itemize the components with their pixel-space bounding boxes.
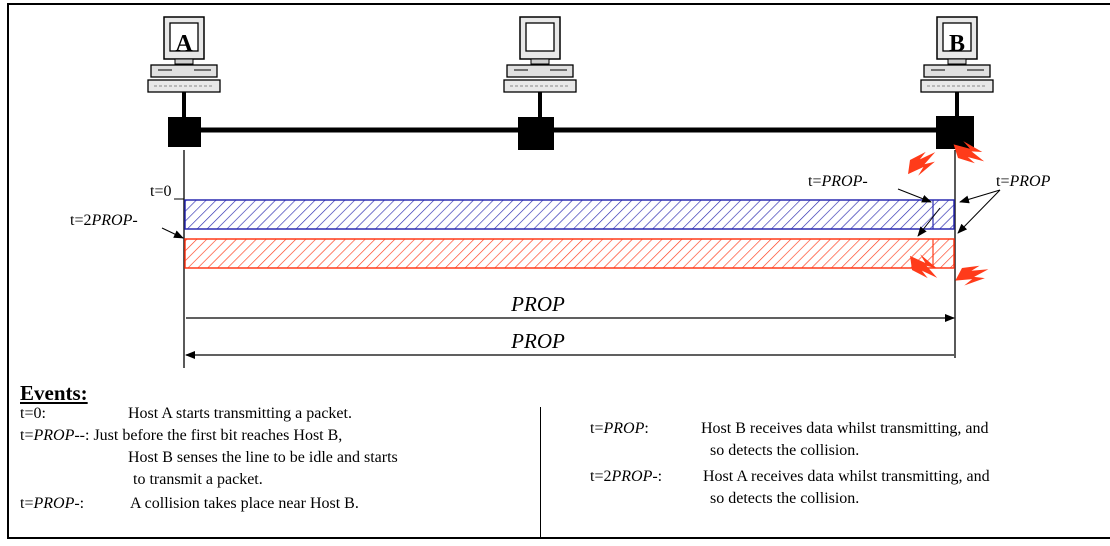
event-left-0-text: Host A starts transmitting a packet. <box>128 405 352 422</box>
event-right-2: t=2PROP-: <box>590 468 663 485</box>
host-b-connector <box>936 116 974 149</box>
event-left-4-text: A collision takes place near Host B. <box>130 495 359 512</box>
tprop-minus-pointer-lower <box>917 207 941 237</box>
figure-frame <box>7 3 1110 539</box>
event-left-2: Host B senses the line to be idle and st… <box>128 449 398 466</box>
event-left-1: t=PROP--: Just before the first bit reac… <box>20 427 343 444</box>
collision-burst-top-left-icon <box>905 144 939 182</box>
tprop-label: t=PROP <box>996 173 1051 190</box>
host-b-label: B <box>949 31 965 57</box>
tprop-arrow-lower <box>957 189 1001 234</box>
host-a-computer: A <box>147 16 221 147</box>
tprop-minus-arrow <box>897 188 932 203</box>
event-right-1: so detects the collision. <box>710 442 860 459</box>
event-right-2-text: Host A receives data whilst transmitting… <box>703 468 990 485</box>
tprop-minus-label: t=PROP- <box>808 173 868 190</box>
collision-burst-bottom-right-icon <box>953 255 991 295</box>
t2prop-arrow <box>161 227 184 239</box>
event-left-4: t=PROP-: <box>20 495 85 512</box>
event-right-0: t=PROP: <box>590 420 649 437</box>
collision-timing-diagram: A B t=0 <box>70 16 1051 368</box>
event-left-0: t=0: <box>20 405 46 422</box>
host-b-computer: B <box>920 16 994 149</box>
events-heading: Events: <box>20 381 88 405</box>
prop-label-forward: PROP <box>510 292 565 316</box>
host-a-connector <box>168 117 201 147</box>
prop-label-backward: PROP <box>510 329 565 353</box>
host-b-transmission-band <box>184 238 955 269</box>
event-right-3: so detects the collision. <box>710 490 860 507</box>
host-a-transmission-band <box>184 199 955 230</box>
event-right-0-text: Host B receives data whilst transmitting… <box>701 420 989 437</box>
events-divider <box>540 407 541 537</box>
host-a-label: A <box>175 31 193 57</box>
middle-host-computer <box>503 16 577 150</box>
tprop-arrow-upper <box>959 189 1001 204</box>
middle-host-connector <box>518 117 554 150</box>
event-left-3: to transmit a packet. <box>133 471 263 488</box>
t2prop-label: t=2PROP- <box>70 212 138 229</box>
t0-label: t=0 <box>150 183 171 200</box>
